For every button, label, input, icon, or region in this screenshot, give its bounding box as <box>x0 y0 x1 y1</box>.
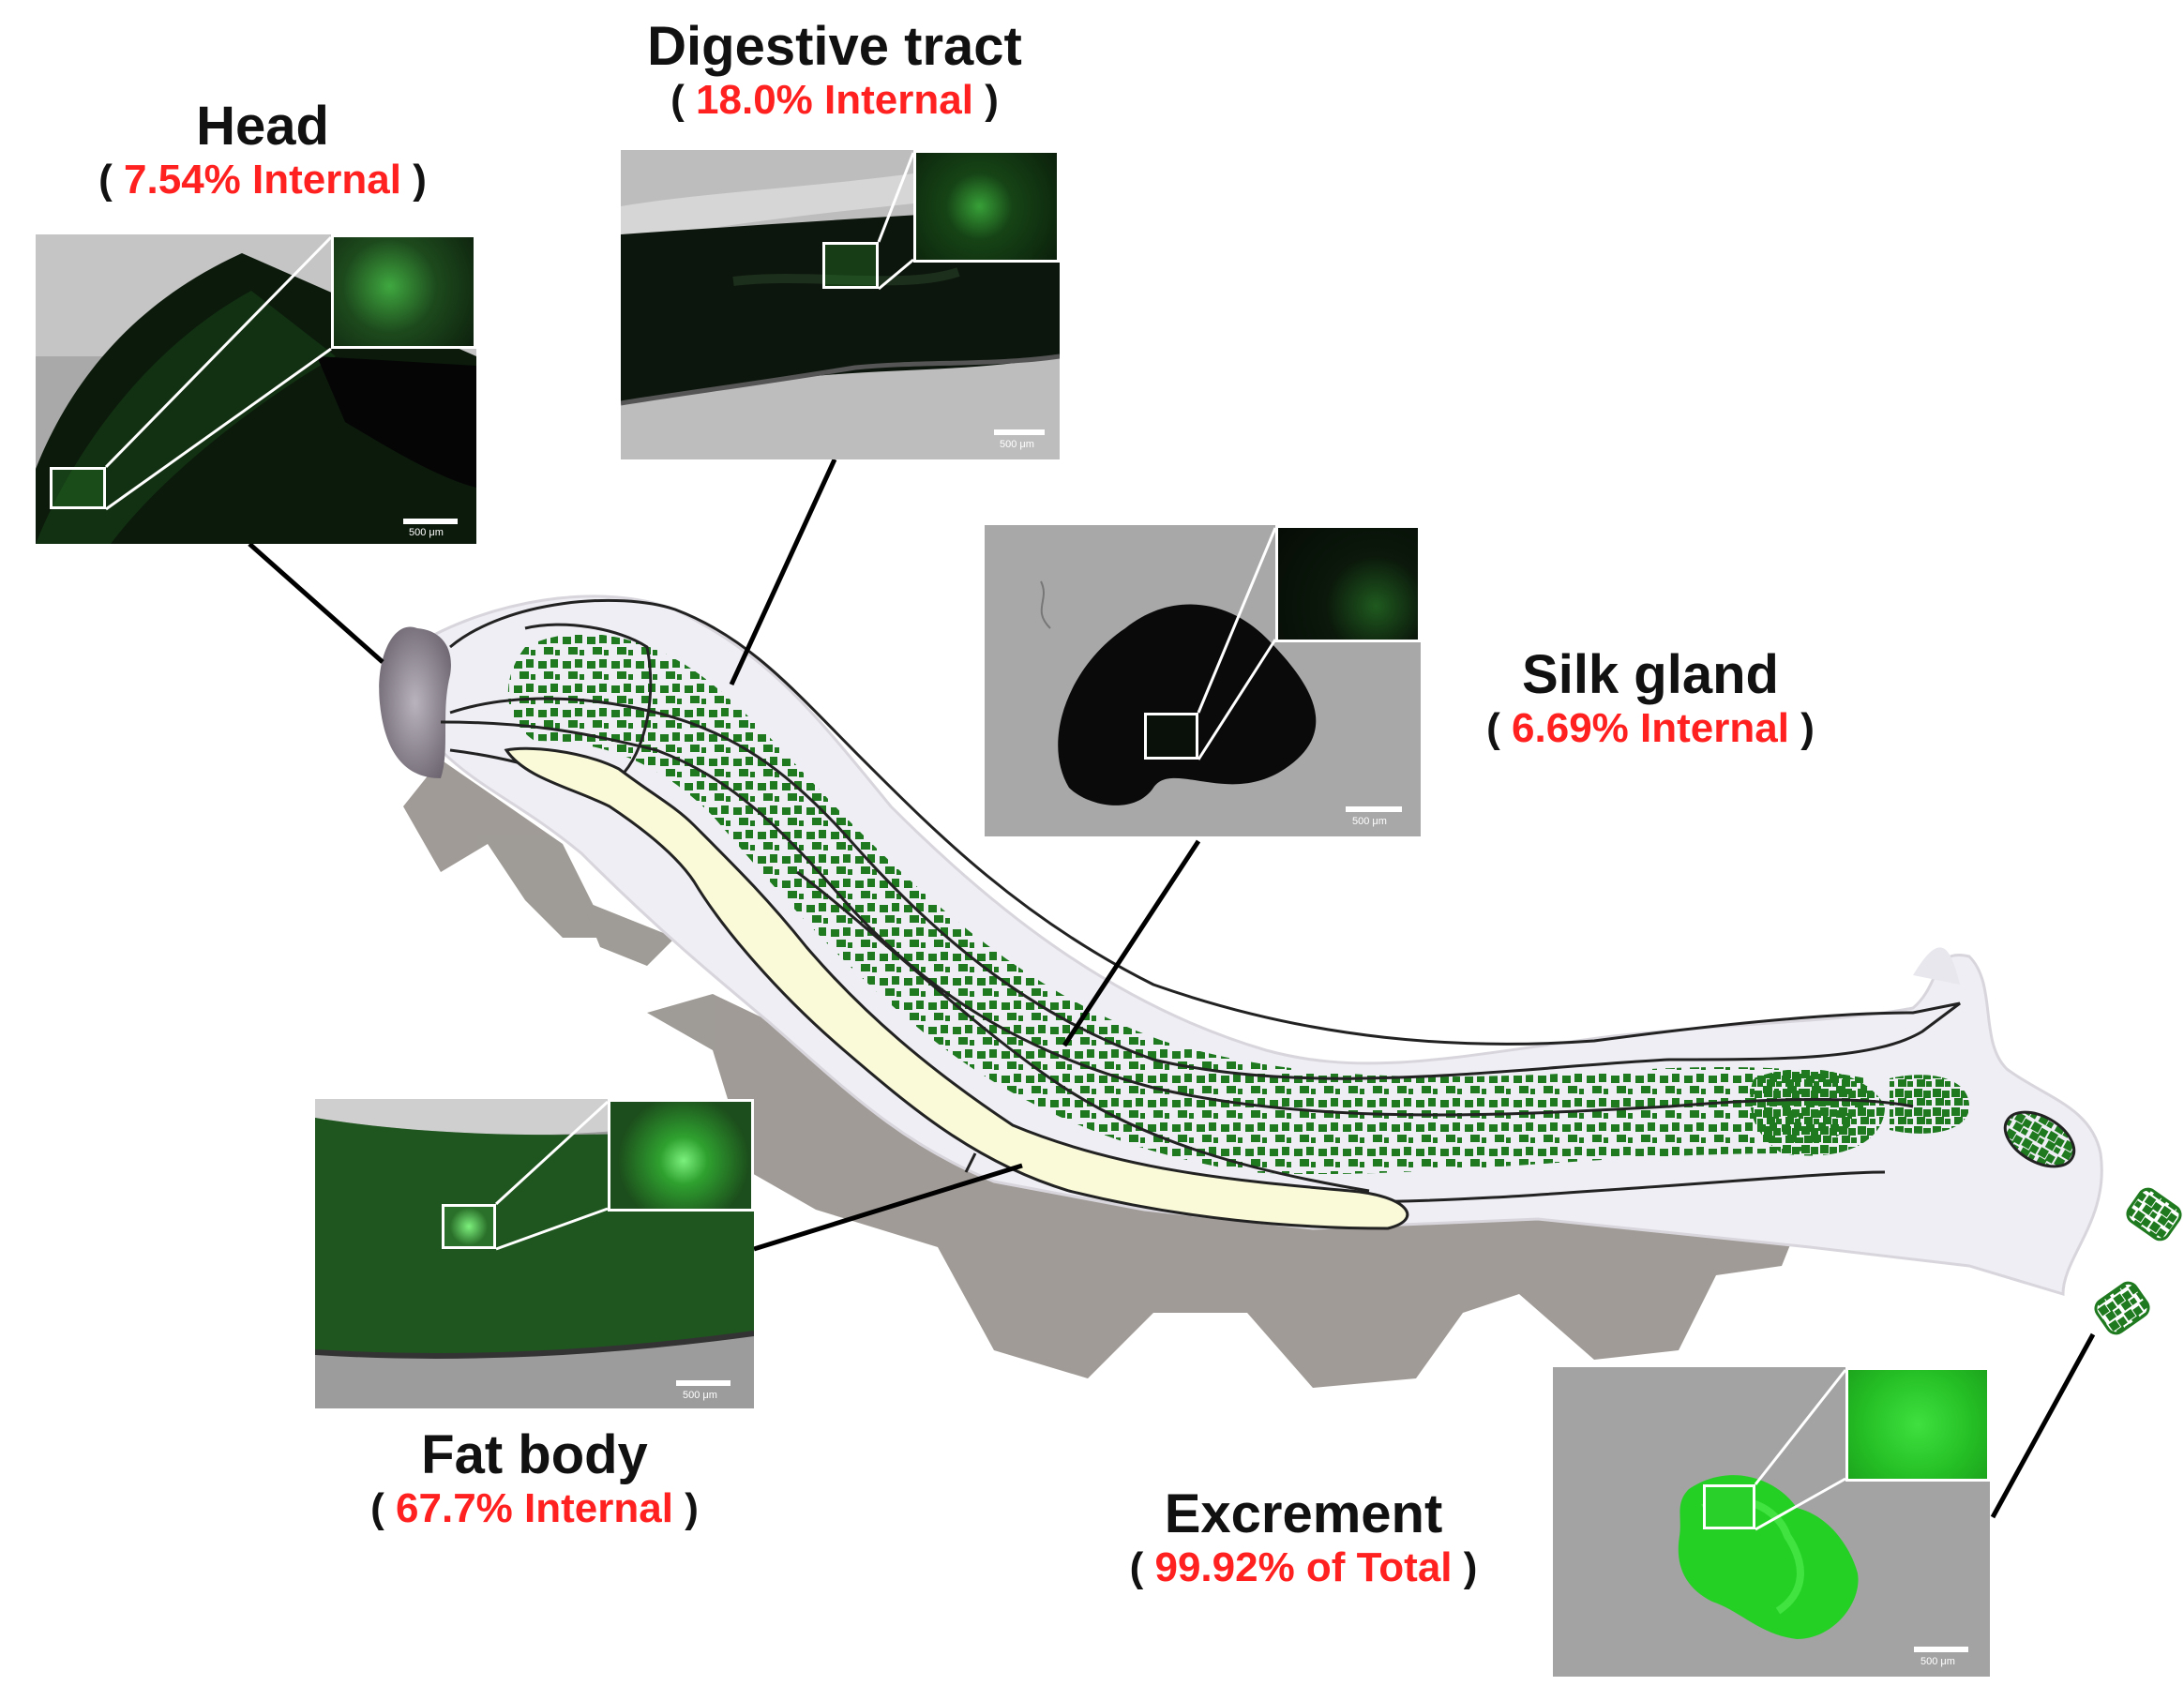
fat-micrograph: 500 μm <box>315 1099 754 1408</box>
digestive-label: Digestive tract ( 18.0% Internal ) <box>600 16 1069 126</box>
larva-tail <box>1913 947 1960 985</box>
head-zoom-lines <box>104 235 333 511</box>
excrement-zoom-inset <box>1845 1367 1990 1482</box>
excrement-scale-text: 500 μm <box>1920 1656 1955 1667</box>
excrement-percentage: ( 99.92% of Total ) <box>1129 1543 1478 1590</box>
silk-label: Silk gland ( 6.69% Internal ) <box>1463 644 1838 754</box>
digestive-roi-box <box>822 242 879 289</box>
digestive-percentage-value: 18.0% Internal <box>696 76 973 123</box>
fat-scale-bar <box>676 1380 731 1386</box>
head-scale-text: 500 μm <box>409 527 444 538</box>
silk-scale-text: 500 μm <box>1352 816 1387 827</box>
silk-percentage-value: 6.69% Internal <box>1512 704 1789 751</box>
digestive-scale-bar <box>994 429 1045 435</box>
head-name: Head <box>196 96 329 157</box>
excrement-scale-bar <box>1914 1647 1968 1652</box>
digestive-tract-fold <box>796 870 1370 1193</box>
silk-micrograph: 500 μm <box>985 525 1421 836</box>
silk-scale-bar <box>1346 806 1402 812</box>
head-percentage: ( 7.54% Internal ) <box>98 156 427 203</box>
digestive-zoom-inset <box>913 150 1060 263</box>
excrement-roi-box <box>1703 1484 1755 1529</box>
digestive-micrograph: 500 μm <box>621 150 1060 459</box>
fat-zoom-inset <box>608 1099 754 1212</box>
silk-roi-box <box>1144 713 1198 760</box>
fat-percentage-value: 67.7% Internal <box>396 1484 673 1531</box>
larva-prolegs <box>403 760 1800 1388</box>
silk-zoom-lines <box>1197 527 1277 760</box>
head-scale-bar <box>403 519 458 524</box>
silk-name: Silk gland <box>1522 644 1779 705</box>
silk-percentage: ( 6.69% Internal ) <box>1486 704 1815 751</box>
fat-scale-text: 500 μm <box>683 1390 717 1401</box>
digestive-name: Digestive tract <box>647 16 1022 77</box>
head-percentage-value: 7.54% Internal <box>124 156 401 203</box>
excrement-label: Excrement ( 99.92% of Total ) <box>1088 1483 1519 1593</box>
fat-percentage: ( 67.7% Internal ) <box>370 1484 699 1531</box>
excrement-micrograph: 500 μm <box>1553 1367 1990 1677</box>
digestive-tract-shape <box>504 746 1409 1230</box>
digestive-percentage: ( 18.0% Internal ) <box>670 76 999 123</box>
hindgut-pellet <box>2003 1110 2076 1168</box>
fat-zoom-lines <box>494 1100 610 1251</box>
fat-name: Fat body <box>421 1424 648 1485</box>
excrement-pellets <box>2094 1187 2182 1335</box>
head-zoom-inset <box>331 234 476 349</box>
head-micrograph: 500 μm <box>36 234 476 544</box>
head-roi-box <box>50 467 106 509</box>
excrement-percentage-value: 99.92% of Total <box>1154 1543 1453 1590</box>
fat-roi-box <box>442 1204 496 1249</box>
fat-body-cluster <box>1750 1069 1885 1156</box>
excrement-name: Excrement <box>1164 1483 1443 1544</box>
silk-zoom-inset <box>1275 525 1421 642</box>
larva-head-capsule <box>379 626 451 778</box>
digestive-zoom-lines <box>877 152 915 291</box>
connector-lines <box>248 458 2096 1519</box>
excrement-zoom-lines <box>1754 1369 1847 1531</box>
digestive-scale-text: 500 μm <box>1000 439 1034 450</box>
fat-label: Fat body ( 67.7% Internal ) <box>338 1424 731 1534</box>
fat-body-cluster-2 <box>1890 1075 1969 1134</box>
head-label: Head ( 7.54% Internal ) <box>56 98 469 205</box>
